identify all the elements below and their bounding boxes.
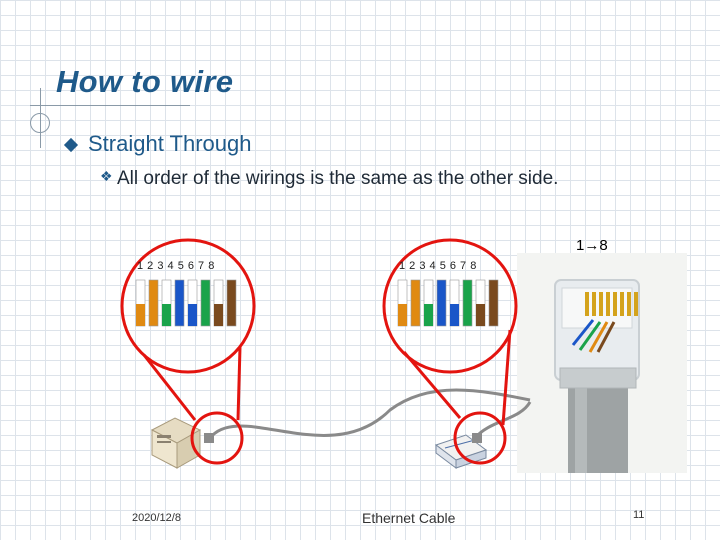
wire-pin-4	[436, 279, 447, 327]
plug-gold-contacts	[585, 292, 638, 316]
wire-stripe-1	[398, 304, 407, 326]
wire-pin-6	[200, 279, 211, 327]
wire-stripe-1	[136, 304, 145, 326]
bullet-level1-text: Straight Through	[88, 131, 252, 156]
port-circle-switch	[453, 411, 507, 465]
wire-stripe-7	[214, 304, 223, 326]
pinout-left	[135, 279, 237, 327]
bullet-level2-text: All order of the wirings is the same as …	[117, 168, 559, 189]
pin-numbers-left: 1 2 3 4 5 6 7 8	[137, 260, 215, 272]
wire-pin-2	[148, 279, 159, 327]
crosshair-decoration	[30, 113, 50, 133]
connector-line-left-b	[236, 346, 242, 421]
pinout-right	[397, 279, 499, 327]
page-number: 11	[633, 509, 645, 521]
rj45-plug-photo	[517, 253, 687, 473]
connector-line-mid-b	[501, 329, 512, 426]
magnifier-circle-left	[120, 238, 256, 374]
footer-caption: Ethernet Cable	[362, 510, 456, 526]
wire-stripe-5	[188, 304, 197, 326]
computer-icon	[150, 417, 202, 469]
computer-port	[204, 433, 214, 443]
magnifier-highlights	[120, 238, 518, 465]
wire-pin-2	[410, 279, 421, 327]
ethernet-cable	[208, 388, 531, 439]
wire-pin-8	[226, 279, 237, 327]
wire-stripe-7	[476, 304, 485, 326]
wire-pin-6	[462, 279, 473, 327]
diamond-pattern-bullet-icon: ❖	[100, 168, 113, 184]
slide-title: How to wire	[56, 64, 234, 99]
wire-pin-4	[174, 279, 185, 327]
connector-line-left-a	[142, 354, 197, 421]
wire-pin-8	[488, 279, 499, 327]
magnifier-circle-middle	[382, 238, 518, 374]
footer-date: 2020/12/8	[132, 512, 181, 524]
switch-port	[472, 433, 482, 443]
port-circle-computer	[190, 411, 244, 465]
connector-line-mid-a	[402, 351, 462, 419]
pin-range-label: 1→8	[576, 237, 608, 254]
title-underline	[30, 105, 190, 106]
pin-numbers-right: 1 2 3 4 5 6 7 8	[399, 260, 477, 272]
wire-stripe-3	[424, 304, 433, 326]
wire-stripe-3	[162, 304, 171, 326]
wire-stripe-5	[450, 304, 459, 326]
